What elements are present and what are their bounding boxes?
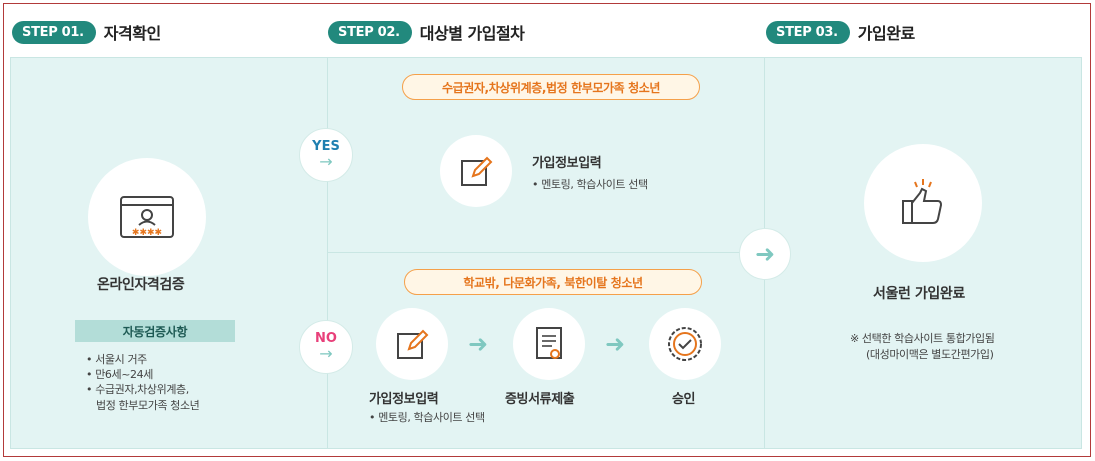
- no-label: NO: [315, 331, 337, 346]
- auto-check-item: 수급권자,차상위계층,: [86, 382, 189, 397]
- no-step-label-1: 가입정보입력: [369, 392, 439, 407]
- yes-step-note: 멘토링, 학습사이트 선택: [532, 177, 648, 192]
- id-card-circle: ✱✱✱✱: [88, 158, 206, 276]
- thumbs-up-icon: [902, 179, 943, 224]
- step3-note-1: ※ 선택한 학습사이트 통합가입됨: [850, 332, 995, 345]
- step1-label: 온라인자격검증: [97, 277, 185, 293]
- outer-frame: [3, 3, 1091, 457]
- edit-form-icon: [461, 156, 493, 186]
- document-icon: [536, 327, 562, 359]
- step-title: 자격확인: [103, 24, 161, 43]
- arrow-right-icon: →: [319, 344, 333, 363]
- step-badge: STEP 01.: [12, 20, 96, 44]
- yes-step-label: 가입정보입력: [532, 156, 602, 171]
- auto-check-title: 자동검증사항: [75, 320, 235, 342]
- step3-note-2: (대성마이맥은 별도간편가입): [866, 348, 994, 361]
- thumbs-up-circle: [864, 144, 982, 262]
- step-02-panel: [327, 57, 765, 449]
- approval-badge-icon: [668, 327, 702, 361]
- step-03-header: STEP 03. 가입완료: [766, 20, 915, 44]
- auto-check-item: 만6세~24세: [86, 367, 153, 382]
- divider: [327, 252, 765, 253]
- document-circle: [513, 308, 585, 380]
- yes-label: YES: [312, 139, 340, 154]
- yes-badge: YES →: [299, 128, 353, 182]
- step-badge: STEP 02.: [328, 20, 412, 44]
- step-title: 대상별 가입절차: [419, 24, 525, 43]
- no-target-pill: 학교밖, 다문화가족, 북한이탈 청소년: [404, 269, 702, 295]
- step-02-header: STEP 02. 대상별 가입절차: [328, 20, 525, 44]
- no-step-label-3: 승인: [672, 392, 696, 407]
- approval-circle: [649, 308, 721, 380]
- step-01-header: STEP 01. 자격확인: [12, 20, 161, 44]
- step3-label: 서울런 가입완료: [873, 286, 965, 302]
- arrow-right-icon: ➜: [605, 330, 626, 358]
- step-title: 가입완료: [857, 24, 915, 43]
- yes-target-pill: 수급권자,차상위계층,법정 한부모가족 청소년: [402, 74, 700, 100]
- auto-check-item: 서울시 거주: [86, 352, 147, 367]
- arrow-right-icon: →: [319, 152, 333, 171]
- svg-text:✱✱✱✱: ✱✱✱✱: [132, 228, 162, 238]
- arrow-right-icon: ➜: [739, 228, 791, 280]
- no-step-label-2: 증빙서류제출: [505, 392, 575, 407]
- edit-form-icon: [397, 329, 429, 359]
- no-edit-circle: [376, 308, 448, 380]
- step-badge: STEP 03.: [766, 20, 850, 44]
- yes-edit-circle: [440, 135, 512, 207]
- id-card-icon: ✱✱✱✱: [120, 196, 174, 238]
- no-badge: NO →: [299, 320, 353, 374]
- no-step-note: 멘토링, 학습사이트 선택: [369, 410, 485, 425]
- arrow-right-icon: ➜: [468, 330, 489, 358]
- auto-check-item-cont: 법정 한부모가족 청소년: [96, 399, 200, 412]
